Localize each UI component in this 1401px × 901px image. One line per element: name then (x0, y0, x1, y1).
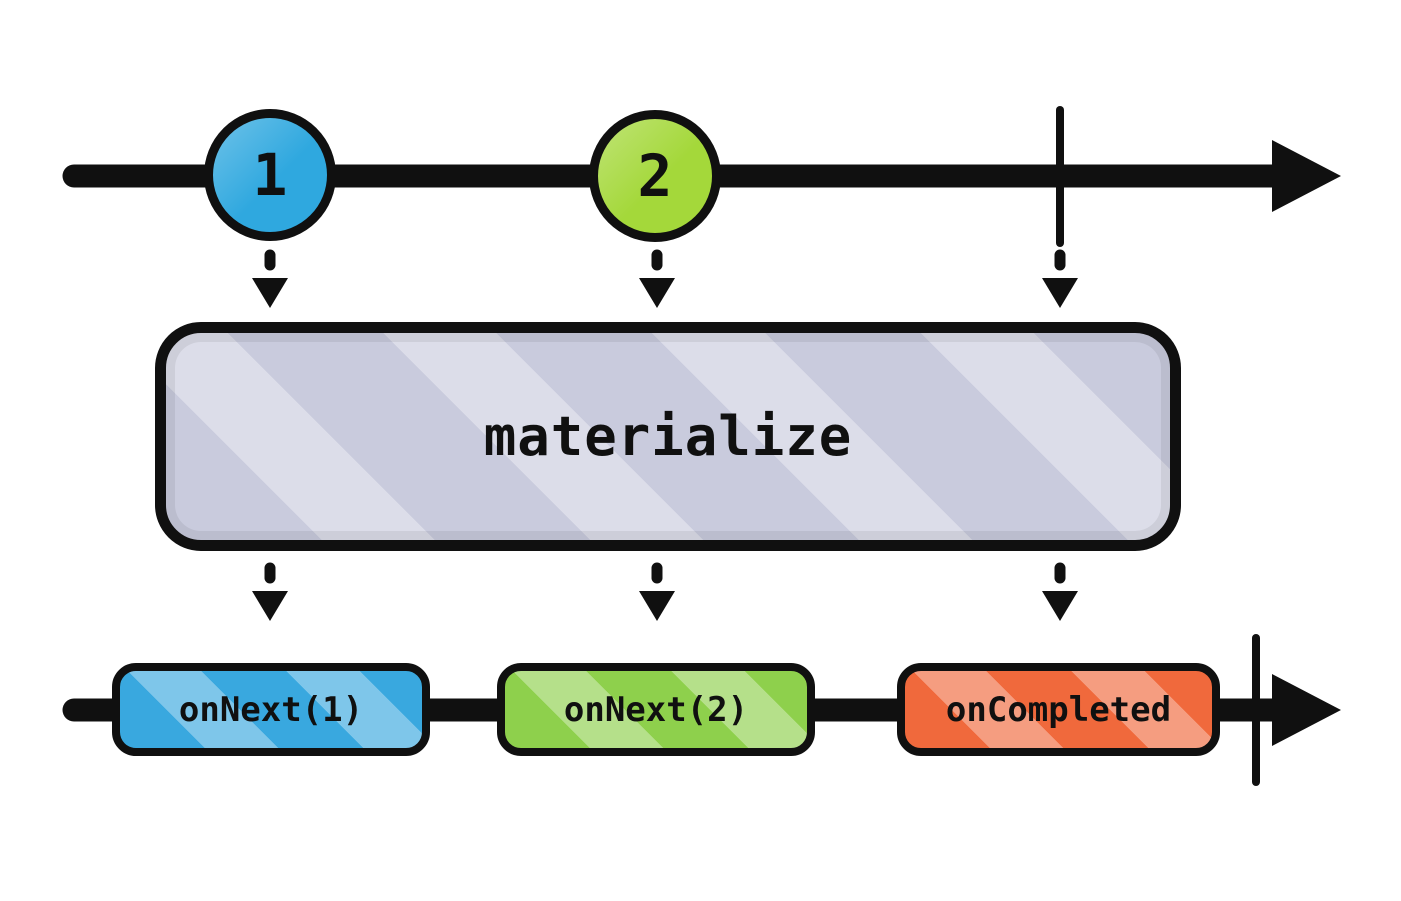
arrow-head (1042, 278, 1078, 308)
materialize-output-arrow-3 (1042, 562, 1078, 621)
event-oncompleted-label: onCompleted (945, 689, 1172, 730)
event-onnext-1: onNext(1) (112, 663, 430, 756)
arrow-head (252, 278, 288, 308)
event-onnext-2: onNext(2) (497, 663, 815, 756)
source-timeline-arrowhead (1272, 140, 1341, 212)
arrow-head (639, 278, 675, 308)
arrow-head (639, 591, 675, 621)
event-onnext-1-label: onNext(1) (178, 689, 364, 730)
materialize-output-arrow-2 (639, 562, 675, 621)
result-timeline-arrowhead (1272, 674, 1341, 746)
arrow-head (252, 591, 288, 621)
operator-box: materialize (155, 322, 1181, 551)
marble-1-label: 1 (252, 141, 288, 209)
event-onnext-2-label: onNext(2) (563, 689, 749, 730)
materialize-output-arrow-1 (252, 562, 288, 621)
marble-1: 1 (204, 109, 336, 241)
marble-2: 2 (589, 110, 721, 242)
materialize-input-arrow-2 (639, 249, 675, 308)
operator-label: materialize (483, 405, 853, 468)
arrow-head (1042, 591, 1078, 621)
materialize-input-arrow-3 (1042, 249, 1078, 308)
marble-2-label: 2 (637, 142, 673, 210)
event-oncompleted: onCompleted (897, 663, 1220, 756)
materialize-input-arrow-1 (252, 249, 288, 308)
